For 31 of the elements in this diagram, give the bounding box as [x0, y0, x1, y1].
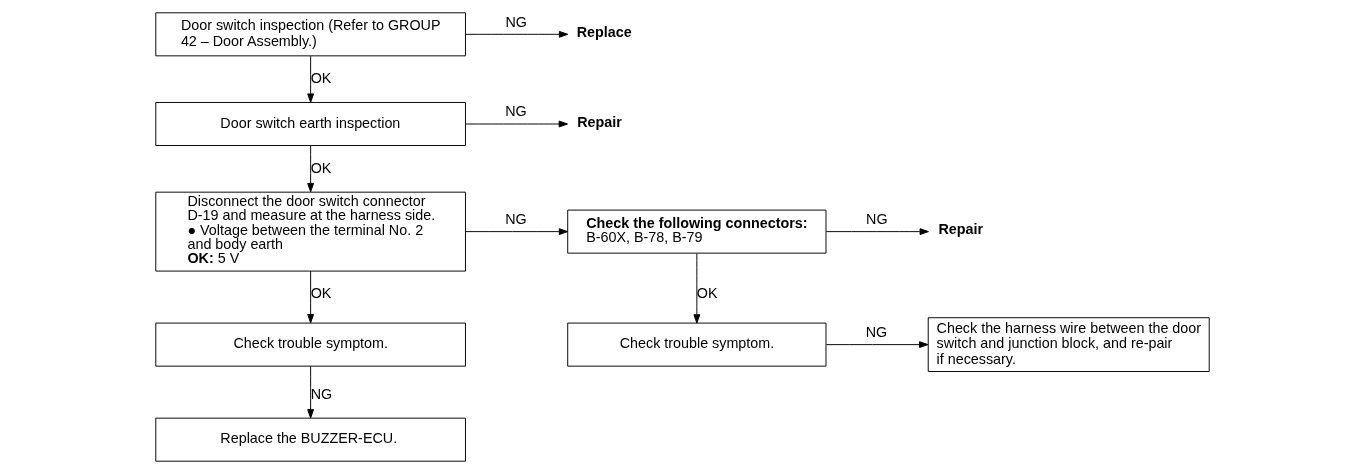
node-text: Repair	[576, 113, 622, 130]
edge-label: NG	[865, 210, 888, 227]
node-text: Replace	[576, 23, 632, 40]
arrow	[306, 365, 314, 419]
arrow	[825, 228, 929, 236]
arrow	[464, 228, 568, 236]
arrow	[464, 120, 568, 128]
node-box: Check trouble symptom.	[154, 322, 466, 367]
node-box: Check the following connectors: B-60X, B-78, B-79	[566, 209, 826, 254]
edge-label: NG	[310, 385, 332, 402]
arrow	[306, 145, 314, 193]
node-box: Door switch earth inspection	[154, 102, 466, 146]
edge-label: OK	[310, 285, 331, 302]
edge-label: NG	[865, 323, 887, 340]
node-box: Check trouble symptom.	[566, 322, 826, 367]
arrow	[306, 270, 314, 324]
edge-label: OK	[310, 159, 331, 176]
arrow	[306, 55, 314, 103]
arrow	[464, 30, 568, 38]
edge-label: NG	[504, 103, 527, 120]
node-box: Disconnect the door switch connector D-19 and measure at the harness side. ● Voltage between the terminal No. 2 and body earth OK: 5 V	[154, 191, 466, 272]
arrow	[825, 341, 928, 349]
edge-label: NG	[504, 210, 527, 227]
node-box: Check the harness wire between the door switch and junction block, and re-pair if necessary.	[927, 317, 1210, 372]
edge-label: OK	[310, 69, 331, 86]
edge-label: OK	[696, 285, 718, 302]
node-text: Repair	[937, 221, 983, 238]
edge-label: NG	[505, 13, 527, 30]
node-box: Door switch inspection (Refer to GROUP 42 – Door Assembly.)	[154, 12, 466, 57]
node-box: Replace the BUZZER-ECU.	[154, 417, 466, 462]
arrow	[692, 253, 700, 324]
